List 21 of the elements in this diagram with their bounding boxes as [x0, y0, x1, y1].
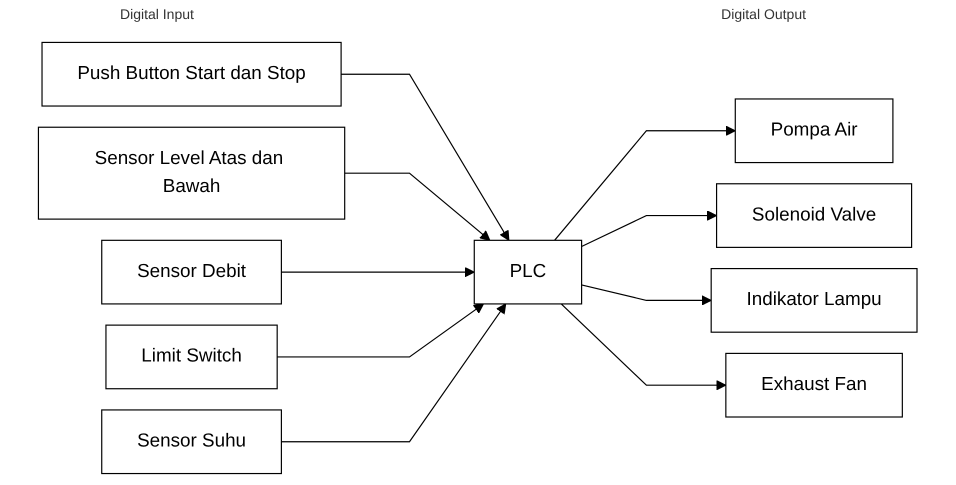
- arrow: [282, 302, 506, 442]
- node-box: Indikator Lampu: [710, 268, 918, 332]
- column-heading: Digital Input: [120, 6, 194, 24]
- node-box: Solenoid Valve: [716, 182, 912, 248]
- node-box: Push Button Start dan Stop: [42, 41, 342, 106]
- arrow: [277, 302, 484, 358]
- arrow: [582, 284, 712, 306]
- node-box: Limit Switch: [106, 324, 278, 389]
- node-box: Exhaust Fan: [726, 352, 904, 418]
- arrow: [582, 210, 718, 247]
- arrow: [554, 125, 736, 240]
- node-box: Sensor Suhu: [101, 408, 282, 474]
- arrow: [282, 266, 476, 277]
- column-heading: Digital Output: [721, 6, 806, 24]
- node-box: PLC: [474, 239, 582, 304]
- arrow: [561, 303, 727, 390]
- node-box: Sensor Debit: [101, 239, 282, 304]
- node-box: Sensor Level Atas dan Bawah: [38, 126, 346, 220]
- arrow: [344, 172, 491, 240]
- node-box: Pompa Air: [734, 98, 894, 163]
- arrow: [341, 73, 510, 240]
